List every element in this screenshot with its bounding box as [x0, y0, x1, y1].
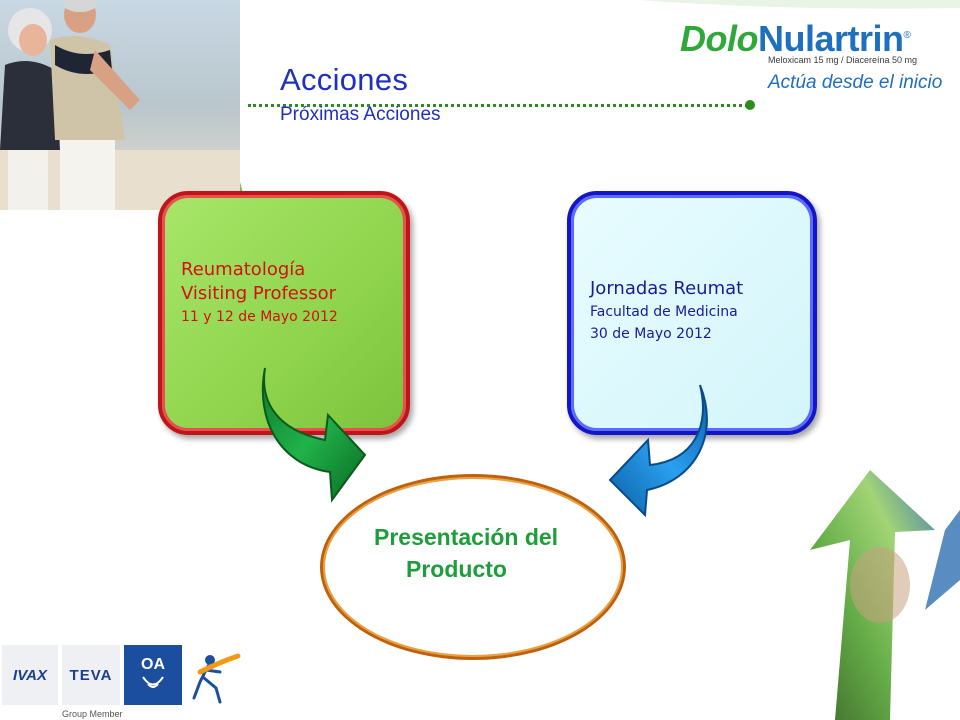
brand-name-part1: Dolo: [680, 18, 758, 59]
jornadas-date: 30 de Mayo 2012: [590, 326, 712, 342]
blue-curved-arrow: [608, 384, 708, 518]
brand-name-part2: Nulartrin: [757, 18, 904, 59]
rheumatology-date: 11 y 12 de Mayo 2012: [181, 309, 338, 325]
jornadas-text: Jornadas Reumat Facultad de Medicina 30 …: [590, 277, 743, 345]
jornadas-title: Jornadas Reumat: [590, 278, 744, 299]
presentation-ellipse: [320, 474, 626, 660]
brand-logo: DoloNulartrin®: [680, 18, 911, 60]
oa-logo: OA: [124, 645, 182, 705]
teva-logo: TEVA: [62, 645, 120, 705]
oa-text: OA: [141, 656, 165, 673]
slide-subtitle: Próximas Acciones: [280, 104, 441, 125]
ivax-logo: IVAX: [2, 645, 58, 705]
title-divider: [248, 104, 753, 107]
brand-dose: Meloxicam 15 mg / Diacereína 50 mg: [768, 55, 918, 65]
rheumatology-text: Reumatología Visiting Professor 11 y 12 …: [181, 258, 338, 328]
rheumatology-title: Reumatología: [181, 259, 306, 280]
upward-arrow-graphic: [810, 470, 960, 720]
registered-mark: ®: [903, 30, 911, 41]
runner-logo: [192, 653, 241, 704]
brand-tagline: Actúa desde el inicio: [768, 72, 943, 93]
visiting-professor: Visiting Professor: [181, 283, 337, 304]
jornadas-faculty: Facultad de Medicina: [590, 304, 738, 320]
green-curved-arrow: [261, 367, 367, 503]
seniors-photo: [0, 0, 240, 210]
rheumatology-box: [158, 191, 410, 435]
jornadas-box: [567, 191, 817, 435]
slide-title: Acciones: [280, 62, 409, 97]
divider-dot: [745, 100, 755, 110]
teva-text: TEVA: [69, 666, 113, 684]
presentation-line1: Presentación del: [374, 524, 559, 550]
oa-pelvis-icon: [142, 676, 164, 688]
group-member-label: Group Member: [62, 709, 123, 719]
ivax-text: IVAX: [13, 666, 47, 684]
presentation-line2: Producto: [406, 556, 507, 582]
